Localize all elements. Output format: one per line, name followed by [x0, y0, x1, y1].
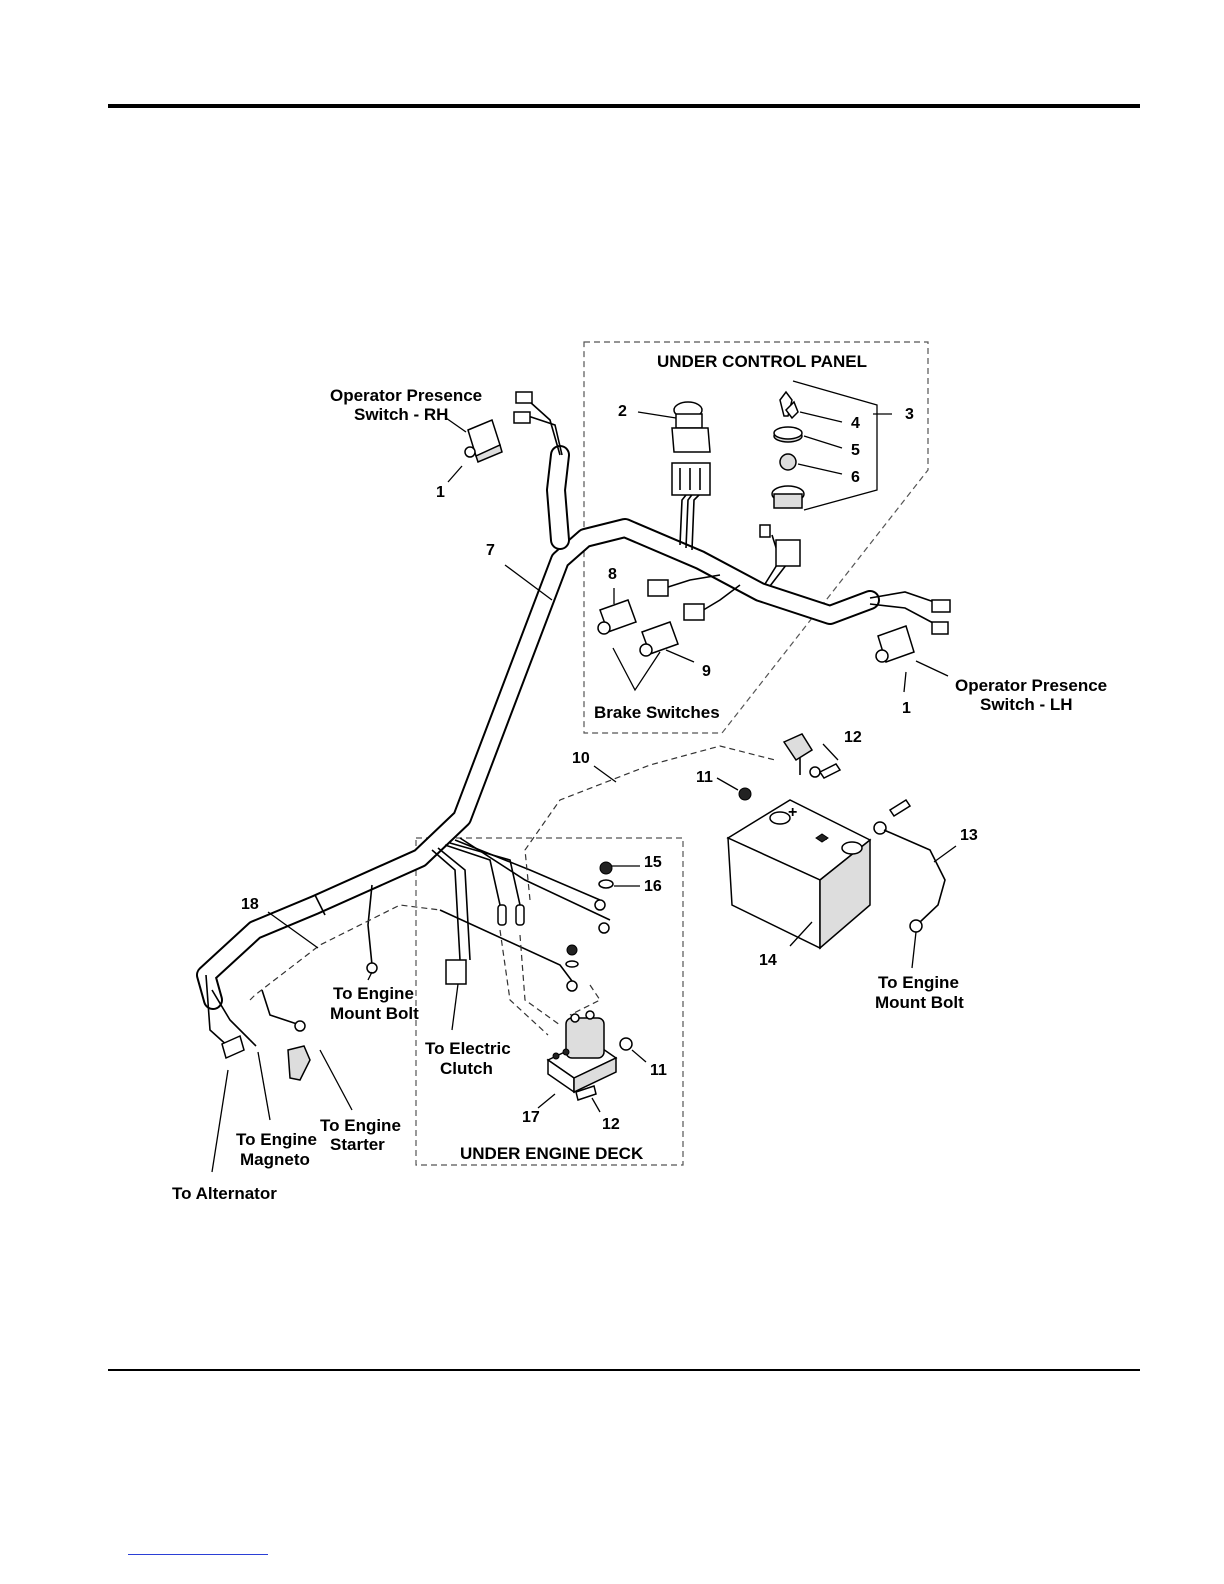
callout-11-deck: 11: [650, 1062, 667, 1079]
operator-presence-rh-label-line1: Operator Presence: [330, 386, 482, 405]
callout-15: 15: [644, 854, 662, 871]
battery-cable-13: [874, 800, 945, 932]
engine-mount-label-2-line1: To Engine: [878, 973, 959, 992]
pto-switch: [672, 402, 710, 495]
brake-switch-9: [640, 622, 678, 656]
callout-16: 16: [644, 878, 662, 895]
engine-magneto-label-line1: To Engine: [236, 1130, 317, 1149]
callout-5: 5: [851, 442, 860, 459]
engine-starter-label-line2: Starter: [330, 1135, 385, 1154]
operator-presence-lh-label-line1: Operator Presence: [955, 676, 1107, 695]
callout-1-rh: 1: [436, 484, 445, 501]
callout-17: 17: [522, 1109, 540, 1126]
callout-12-battery: 12: [844, 729, 862, 746]
under-engine-deck-label: UNDER ENGINE DECK: [460, 1144, 644, 1163]
engine-mount-label-1-line1: To Engine: [333, 984, 414, 1003]
callout-6: 6: [851, 469, 860, 486]
callout-18: 18: [241, 896, 259, 913]
alternator-label: To Alternator: [172, 1184, 277, 1203]
callout-8: 8: [608, 566, 617, 583]
brake-switches-label: Brake Switches: [594, 703, 720, 722]
callout-11-battery: 11: [696, 769, 713, 786]
brake-switch-8: [598, 600, 636, 634]
battery: + -: [728, 800, 870, 948]
callout-4: 4: [851, 415, 860, 432]
under-control-panel-label: UNDER CONTROL PANEL: [657, 352, 867, 371]
positive-cable-hardware: [739, 734, 840, 800]
engine-magneto-label-line2: Magneto: [240, 1150, 310, 1169]
callout-14: 14: [759, 952, 777, 969]
callout-13: 13: [960, 827, 978, 844]
callout-10: 10: [572, 750, 590, 767]
callout-9: 9: [702, 663, 711, 680]
ignition-switch-assembly: [772, 392, 804, 508]
callout-2: 2: [618, 403, 627, 420]
operator-presence-lh-label-line2: Switch - LH: [980, 695, 1073, 714]
callout-7: 7: [486, 542, 495, 559]
battery-positive-mark: +: [788, 804, 797, 821]
operator-presence-rh-label-line2: Switch - RH: [354, 405, 448, 424]
callout-1-lh: 1: [902, 700, 911, 717]
electric-clutch-label-line2: Clutch: [440, 1059, 493, 1078]
engine-mount-label-2-line2: Mount Bolt: [875, 993, 964, 1012]
callout-12-deck: 12: [602, 1116, 620, 1133]
engine-starter-label-line1: To Engine: [320, 1116, 401, 1135]
electric-clutch-label-line1: To Electric: [425, 1039, 511, 1058]
engine-mount-label-1-line2: Mount Bolt: [330, 1004, 419, 1023]
callout-3: 3: [905, 406, 914, 423]
operator-presence-switch-lh: [876, 626, 914, 662]
